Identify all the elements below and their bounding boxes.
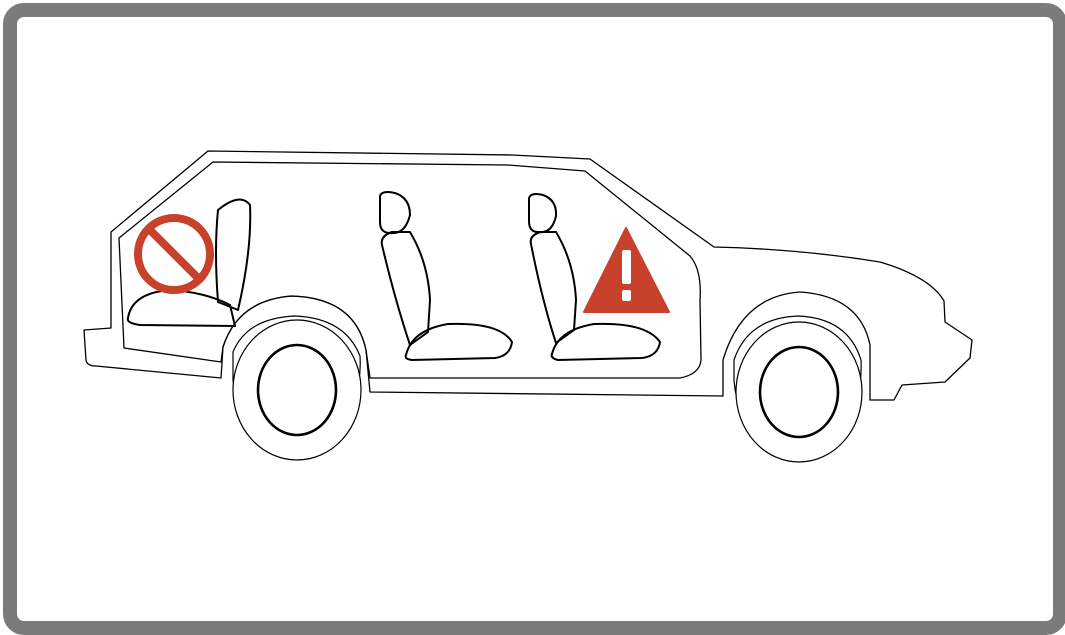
front-wheel [736,322,862,462]
rear-wheel [233,320,361,460]
frame-border [10,10,1060,628]
